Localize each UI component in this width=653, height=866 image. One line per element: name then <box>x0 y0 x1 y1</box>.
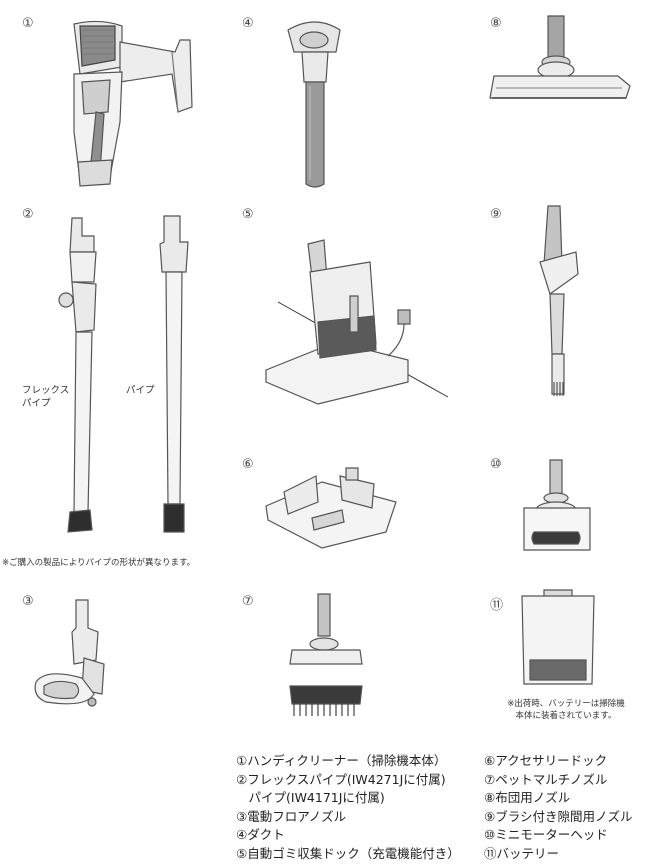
battery-note: ※出荷時、バッテリーは掃除機 本体に装着されています。 <box>496 698 636 722</box>
accessory-dock-illustration <box>262 462 402 552</box>
flex-pipe-caption: フレックス パイプ <box>22 384 69 410</box>
battery-note-line2: 本体に装着されています。 <box>515 711 617 721</box>
pet-multi-nozzle-illustration <box>284 592 370 726</box>
futon-nozzle-illustration <box>488 14 638 104</box>
legend-item-4: ④ダクト <box>236 827 285 842</box>
item-number-8: ⑧ <box>490 16 502 31</box>
parts-legend-right: ⑥アクセサリードック ⑦ペットマルチノズル ⑧布団用ノズル ⑨ブラシ付き隙間用ノ… <box>484 752 632 863</box>
handheld-cleaner-illustration <box>60 12 210 192</box>
item-number-1: ① <box>22 16 34 31</box>
legend-item-2-sub: パイプ(IW4171Jに付属) <box>236 790 385 805</box>
battery-note-line1: ※出荷時、バッテリーは掃除機 <box>507 699 625 709</box>
legend-item-7: ⑦ペットマルチノズル <box>484 771 608 787</box>
floor-nozzle-illustration <box>26 598 126 716</box>
item-number-5: ⑤ <box>242 207 254 222</box>
flex-pipe-caption-line2: パイプ <box>22 398 51 409</box>
auto-empty-dock-illustration <box>258 232 458 412</box>
item-number-3: ③ <box>22 594 34 609</box>
legend-item-5: ⑤自動ゴミ収集ドック（充電機能付き） <box>236 845 460 861</box>
parts-legend-left: ①ハンディクリーナー（掃除機本体） ②フレックスパイプ(IW4271Jに付属) … <box>236 752 460 863</box>
legend-item-6: ⑥アクセサリードック <box>484 753 608 768</box>
item-number-7: ⑦ <box>242 594 254 609</box>
flex-pipe-caption-line1: フレックス <box>22 385 70 396</box>
pipe-shape-note: ※ご購入の製品によりパイプの形状が異なります。 <box>2 558 196 568</box>
pipe-illustration <box>150 212 200 542</box>
item-number-2: ② <box>22 207 34 222</box>
item-number-9: ⑨ <box>490 207 502 222</box>
legend-item-11: ⑪バッテリー <box>484 845 560 861</box>
battery-illustration <box>516 586 600 692</box>
mini-motor-head-illustration <box>520 458 600 558</box>
item-number-6: ⑥ <box>242 457 254 472</box>
duct-illustration <box>280 12 350 192</box>
item-number-4: ④ <box>242 16 254 31</box>
crevice-nozzle-illustration <box>530 204 590 404</box>
pipe-caption: パイプ <box>126 385 155 396</box>
item-number-11: ⑪ <box>490 598 504 613</box>
flex-pipe-illustration <box>48 212 118 542</box>
legend-item-3: ③電動フロアノズル <box>236 808 347 824</box>
item-number-10: ⑩ <box>490 457 502 472</box>
legend-item-1: ①ハンディクリーナー（掃除機本体） <box>236 753 447 768</box>
legend-item-2: ②フレックスパイプ(IW4271Jに付属) <box>236 771 446 787</box>
legend-item-9: ⑨ブラシ付き隙間用ノズル <box>484 808 633 824</box>
legend-item-10: ⑩ミニモーターヘッド <box>484 827 608 842</box>
legend-item-8: ⑧布団用ノズル <box>484 790 571 805</box>
